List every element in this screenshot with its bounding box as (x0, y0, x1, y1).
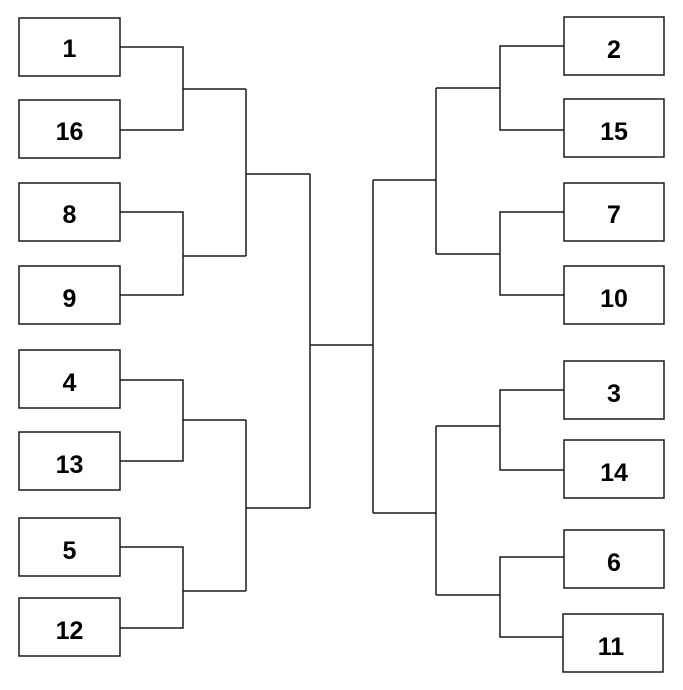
seed-box-left-6: 13 (18, 431, 121, 491)
connector-right-r1-a (499, 45, 564, 131)
seed-label: 7 (607, 201, 621, 229)
seed-label: 15 (600, 118, 628, 146)
connector-left-r1-b (120, 211, 184, 296)
seed-label: 16 (56, 118, 84, 146)
connector-right-r1-c (499, 389, 564, 471)
seed-box-left-1: 1 (18, 17, 121, 77)
seed-box-left-7: 5 (18, 517, 121, 577)
seed-label: 9 (63, 285, 77, 313)
seed-box-right-6: 14 (563, 439, 665, 499)
seed-box-left-5: 4 (18, 349, 121, 409)
seed-box-right-7: 6 (563, 529, 665, 589)
seed-label: 13 (56, 451, 84, 479)
seed-label: 10 (600, 285, 628, 313)
seed-label: 8 (63, 201, 77, 229)
seed-box-left-8: 12 (18, 597, 121, 657)
seed-box-left-3: 8 (18, 182, 121, 242)
seed-label: 2 (607, 36, 621, 64)
seed-label: 11 (598, 633, 625, 661)
seed-box-right-1: 2 (563, 16, 665, 76)
seed-label: 5 (63, 537, 77, 565)
seed-label: 14 (600, 459, 628, 487)
seed-box-right-2: 15 (563, 98, 665, 158)
seed-box-right-5: 3 (563, 360, 665, 420)
seed-box-right-8: 11 (562, 613, 664, 673)
connector-right-r1-d (499, 556, 564, 638)
connector-right-r1-b (499, 211, 564, 296)
seed-box-right-3: 7 (563, 182, 665, 242)
seed-box-left-2: 16 (18, 99, 121, 159)
seed-label: 12 (56, 617, 84, 645)
seed-label: 4 (63, 369, 77, 397)
seed-box-right-4: 10 (563, 265, 665, 325)
connector-left-r1-c (120, 379, 184, 462)
connector-left-r1-a (120, 46, 184, 131)
seed-label: 3 (607, 380, 621, 408)
seed-label: 6 (607, 549, 621, 577)
seed-box-left-4: 9 (18, 265, 121, 325)
seed-label: 1 (63, 35, 77, 63)
connector-left-r1-d (120, 546, 184, 629)
